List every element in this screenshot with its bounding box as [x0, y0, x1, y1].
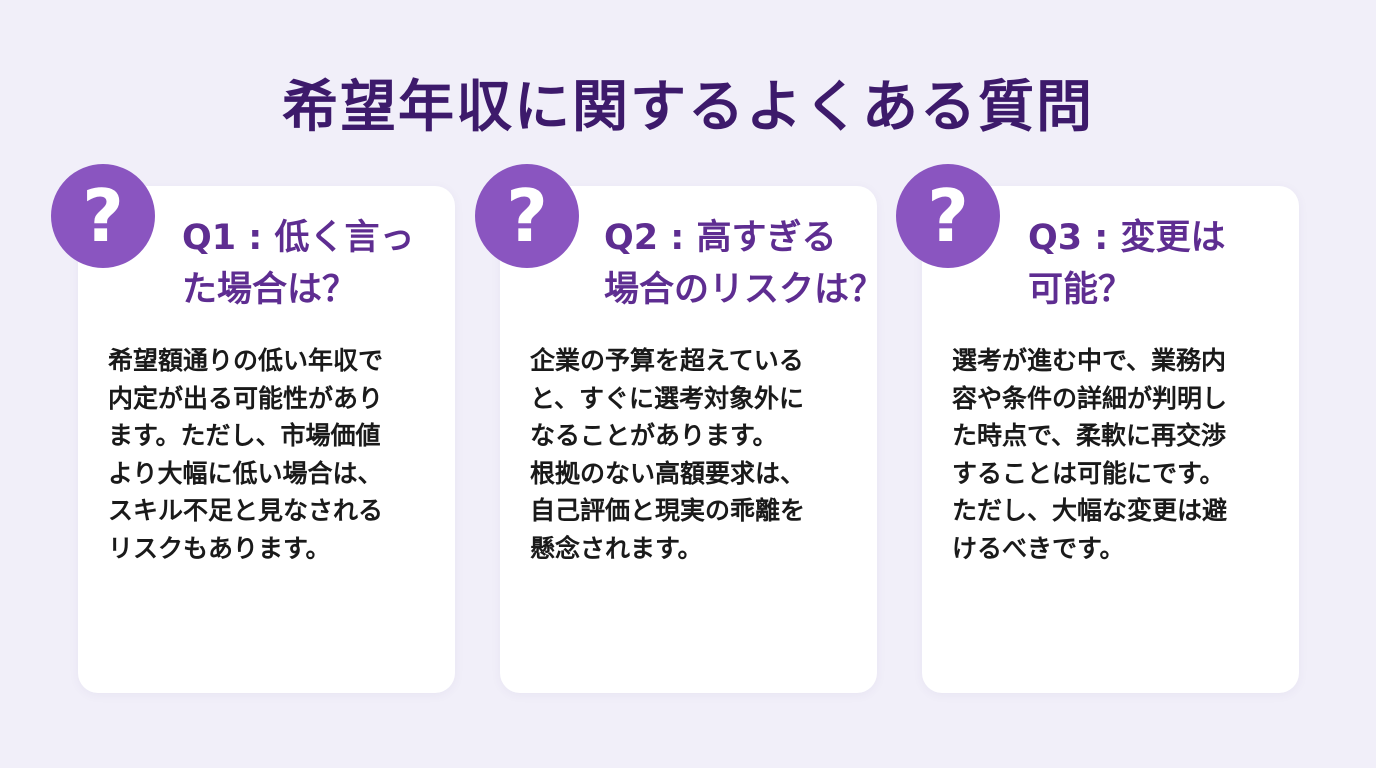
answer-line: 根拠のない高額要求は、 — [530, 458, 806, 488]
answer-line: より大幅に低い場合は、 — [108, 458, 383, 488]
answer-line: 希望額通りの低い年収で — [108, 346, 384, 375]
faq-card-2 — [500, 186, 877, 693]
question-mark-icon: ? — [896, 164, 1000, 268]
question-heading-1: Q1 : 低く言っ た場合は？ — [182, 212, 414, 316]
answer-line: 自己評価と現実の乖離を — [530, 496, 806, 525]
answer-line: することは可能にです。 — [952, 458, 1225, 488]
answer-line: なることがあります。 — [530, 421, 778, 450]
faq-card-1 — [78, 186, 455, 693]
answer-line: リスクもあります。 — [108, 533, 331, 563]
answer-line: けるべきです。 — [952, 533, 1125, 563]
question-line: た場合は？ — [182, 270, 358, 310]
question-line: 可能？ — [1028, 270, 1134, 310]
answer-line: ます。ただし、市場価値 — [108, 421, 381, 450]
answer-text-3: 選考が進む中で、業務内 容や条件の詳細が判明し た時点で、柔軟に再交渉 すること… — [952, 342, 1227, 567]
answer-line: た時点で、柔軟に再交渉 — [952, 421, 1227, 450]
answer-line: と、すぐに選考対象外に — [530, 383, 805, 413]
page-title: 希望年収に関するよくある質問 — [282, 75, 1094, 140]
question-heading-2: Q2 : 高すぎる 場合のリスクは？ — [604, 212, 884, 316]
answer-line: 選考が進む中で、業務内 — [952, 346, 1227, 375]
question-line: Q2 : 高すぎる — [604, 218, 837, 258]
question-mark-icon: ? — [51, 164, 155, 268]
question-mark-icon: ? — [475, 164, 579, 268]
question-line: Q3 : 変更は — [1028, 218, 1226, 258]
answer-line: 企業の予算を超えている — [530, 346, 804, 375]
answer-text-2: 企業の予算を超えている と、すぐに選考対象外に なることがあります。 根拠のない… — [530, 342, 805, 567]
question-line: Q1 : 低く言っ — [182, 218, 415, 258]
answer-line: 容や条件の詳細が判明し — [952, 383, 1228, 413]
answer-line: スキル不足と見なされる — [108, 496, 384, 525]
answer-text-1: 希望額通りの低い年収で 内定が出る可能性があり ます。ただし、市場価値 より大幅… — [108, 342, 383, 567]
question-heading-3: Q3 : 変更は 可能？ — [1028, 212, 1225, 316]
answer-line: 懸念されます。 — [530, 533, 703, 563]
faq-card-3 — [922, 186, 1299, 693]
answer-line: ただし、大幅な変更は避 — [952, 496, 1228, 525]
question-line: 場合のリスクは？ — [604, 270, 885, 310]
answer-line: 内定が出る可能性があり — [108, 383, 384, 413]
